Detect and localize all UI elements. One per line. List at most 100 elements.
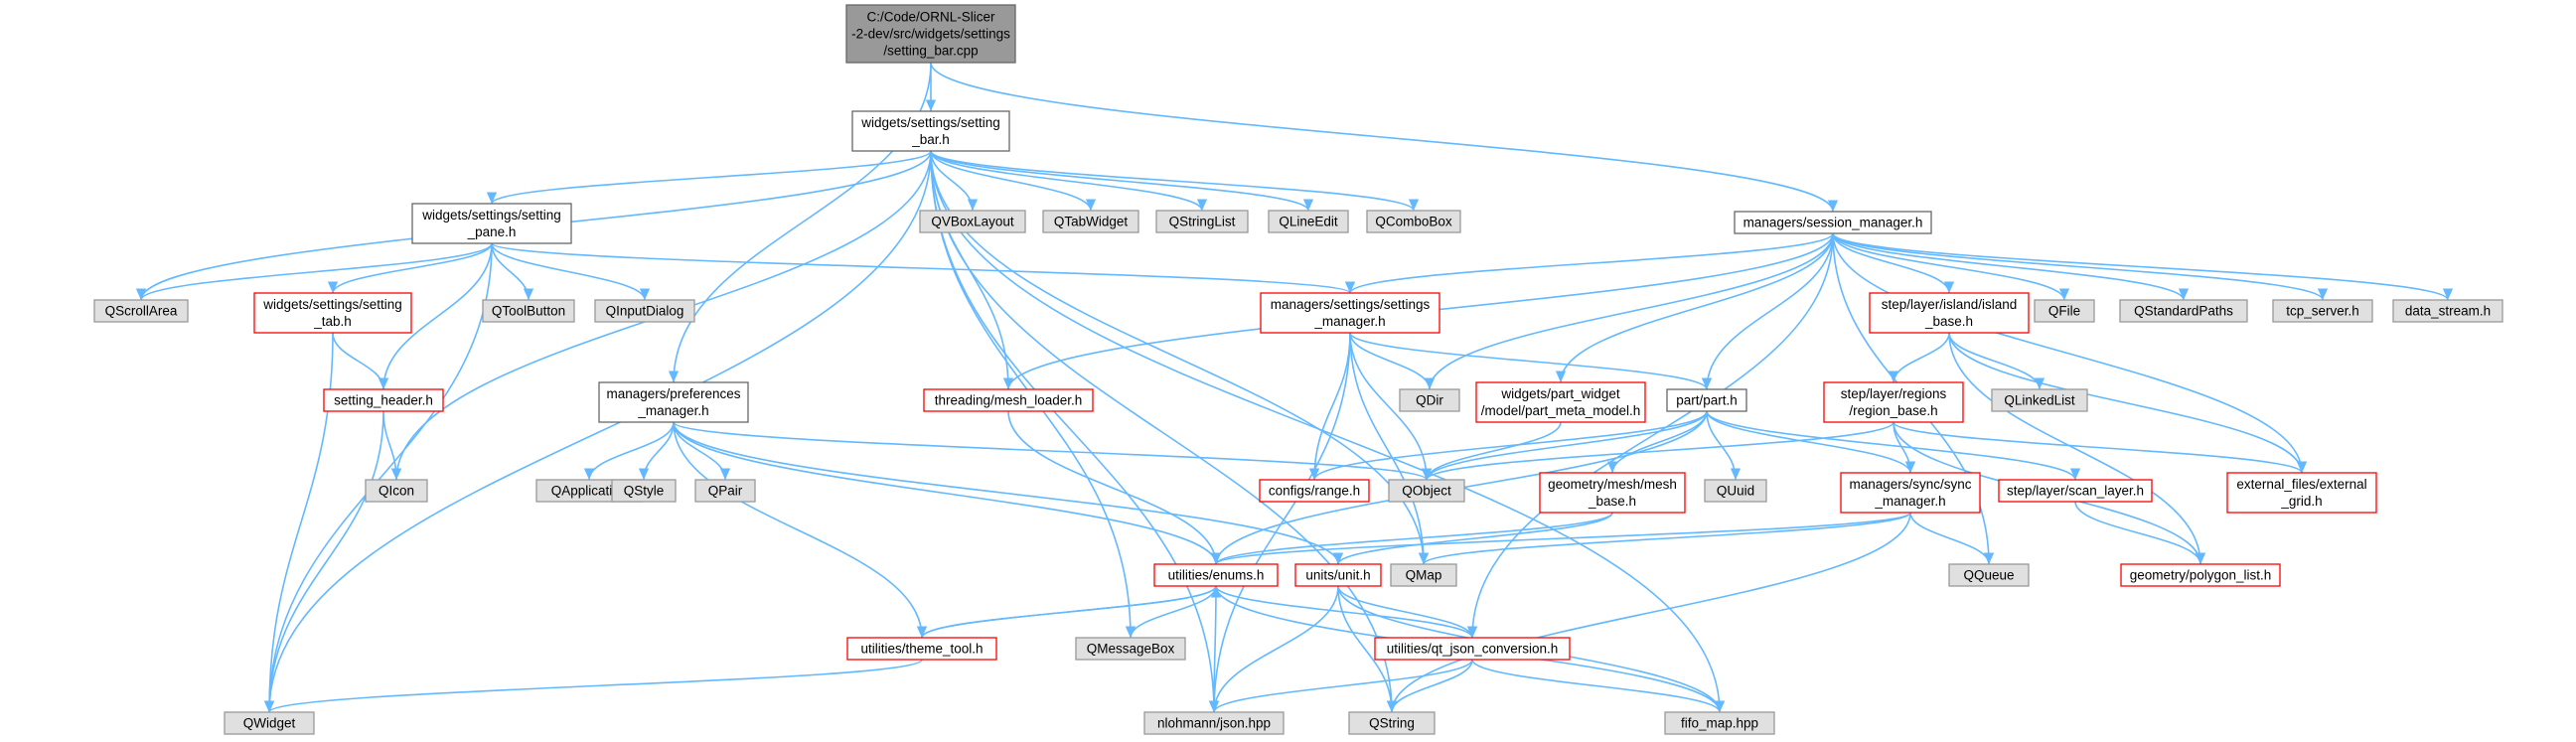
node-box-part_h <box>1666 388 1747 412</box>
node-nlohmann_json_hpp: nlohmann/json.hpp <box>1143 711 1285 735</box>
edge-unit_h-to-qt_json_conversion_h <box>1337 585 1478 639</box>
node-settings_manager_h[interactable]: managers/settings/settings_manager.h <box>1260 292 1440 334</box>
node-box-QLinkedList <box>1991 388 2088 412</box>
node-label-preferences_manager_h: managers/preferences <box>606 386 740 401</box>
edge-enums_h-to-nlohmann_json_hpp <box>1208 585 1220 713</box>
node-scan_layer_h[interactable]: step/layer/scan_layer.h <box>1998 479 2153 503</box>
node-label-sync_manager_h: managers/sync/sync <box>1849 477 1971 492</box>
node-polygon_list_h[interactable]: geometry/polygon_list.h <box>2120 563 2281 587</box>
edge-setting_bar_h-to-setting_pane_h <box>487 150 932 205</box>
node-part_meta_model_h[interactable]: widgets/part_widget/model/part_meta_mode… <box>1475 381 1646 423</box>
node-range_h[interactable]: configs/range.h <box>1259 479 1370 503</box>
node-label-QIcon: QIcon <box>379 484 414 499</box>
edge-setting_bar_h-to-QComboBox <box>930 150 1419 212</box>
node-box-external_grid_h <box>2226 472 2377 514</box>
node-external_grid_h[interactable]: external_files/external_grid.h <box>2226 472 2377 514</box>
edge-setting_header_h-to-QWidget <box>263 410 384 713</box>
edge-session_manager_h-to-qt_json_conversion_h <box>1466 232 1834 639</box>
edge-part_h-to-sync_manager_h <box>1706 410 1916 474</box>
edge-sync_manager_h-to-QQueue <box>1909 512 1995 565</box>
node-region_base_h[interactable]: step/layer/regions/region_base.h <box>1823 381 1964 423</box>
node-label-external_grid_h: external_files/external <box>2236 477 2366 492</box>
edge-setting_pane_h-to-QToolButton <box>491 242 534 301</box>
edge-setting_header_h-to-QIcon <box>382 410 402 481</box>
edge-setting_bar_h-to-QStringList <box>930 150 1208 212</box>
edge-mesh_base_h-to-enums_h <box>1211 512 1613 565</box>
node-setting_bar_h[interactable]: widgets/settings/setting_bar.h <box>851 110 1010 152</box>
node-box-QUuid <box>1704 479 1767 503</box>
node-fifo_map_hpp: fifo_map.hpp <box>1664 711 1775 735</box>
node-label-settings_manager_h: _manager.h <box>1313 314 1385 329</box>
node-unit_h[interactable]: units/unit.h <box>1294 563 1382 587</box>
node-label-QPair: QPair <box>708 484 743 499</box>
edge-session_manager_h-to-tcp_server_h <box>1832 232 2328 301</box>
node-box-QStyle <box>611 479 677 503</box>
node-box-session_manager_h <box>1734 211 1932 234</box>
node-box-settings_manager_h <box>1260 292 1440 334</box>
node-mesh_base_h[interactable]: geometry/mesh/mesh_base.h <box>1539 472 1686 514</box>
node-qt_json_conversion_h[interactable]: utilities/qt_json_conversion.h <box>1374 637 1571 661</box>
node-tcp_server_h: tcp_server.h <box>2272 299 2373 323</box>
node-label-QLinkedList: QLinkedList <box>2004 393 2075 408</box>
edge-setting_bar_h-to-fifo_map_hpp <box>930 150 1726 713</box>
node-QPair: QPair <box>694 479 756 503</box>
node-QLineEdit: QLineEdit <box>1268 210 1349 233</box>
node-setting_pane_h[interactable]: widgets/settings/setting_pane.h <box>411 203 572 244</box>
node-box-region_base_h <box>1823 381 1964 423</box>
node-label-setting_bar_h: _bar.h <box>911 132 950 147</box>
node-enums_h[interactable]: utilities/enums.h <box>1153 563 1279 587</box>
node-box-QStringList <box>1155 210 1249 233</box>
node-box-setting_pane_h <box>411 203 572 244</box>
node-label-island_base_h: _base.h <box>1924 314 1973 329</box>
edge-qt_json_conversion_h-to-nlohmann_json_hpp <box>1209 659 1473 713</box>
node-QUuid: QUuid <box>1704 479 1767 503</box>
nodes-layer: C:/Code/ORNL-Slicer-2-dev/src/widgets/se… <box>93 4 2503 735</box>
node-setting_tab_h[interactable]: widgets/settings/setting_tab.h <box>253 292 412 334</box>
edge-preferences_manager_h-to-QApplication <box>583 421 675 481</box>
node-box-QVBoxLayout <box>919 210 1026 233</box>
node-label-QTabWidget: QTabWidget <box>1054 215 1129 229</box>
node-setting_header_h[interactable]: setting_header.h <box>323 388 444 412</box>
node-box-QString <box>1348 711 1436 735</box>
edge-part_h-to-scan_layer_h <box>1706 410 2080 481</box>
edge-preferences_manager_h-to-QStyle <box>638 421 675 481</box>
node-box-QInputDialog <box>594 299 695 323</box>
edge-setting_pane_h-to-QInputDialog <box>491 242 651 301</box>
edge-theme_tool_h-to-enums_h <box>921 585 1221 639</box>
node-data_stream_h: data_stream.h <box>2392 299 2503 323</box>
node-label-QMessageBox: QMessageBox <box>1087 642 1175 657</box>
edge-setting_pane_h-to-settings_manager_h <box>491 242 1355 294</box>
edge-preferences_manager_h-to-QPair <box>673 421 731 481</box>
edge-sync_manager_h-to-enums_h <box>1211 512 1911 565</box>
edge-session_manager_h-to-QStandardPaths <box>1832 232 2189 301</box>
node-label-setting_tab_h: widgets/settings/setting <box>262 297 402 312</box>
node-QStringList: QStringList <box>1155 210 1249 233</box>
node-theme_tool_h[interactable]: utilities/theme_tool.h <box>846 637 997 661</box>
node-root[interactable]: C:/Code/ORNL-Slicer-2-dev/src/widgets/se… <box>845 4 1016 64</box>
node-box-enums_h <box>1153 563 1279 587</box>
node-label-QDir: QDir <box>1416 393 1443 408</box>
node-QIcon: QIcon <box>365 479 428 503</box>
node-label-QVBoxLayout: QVBoxLayout <box>931 215 1014 229</box>
node-box-QToolButton <box>482 299 575 323</box>
edge-island_base_h-to-polygon_list_h <box>1948 332 2206 565</box>
edge-root-to-session_manager_h <box>930 62 1838 213</box>
edge-session_manager_h-to-island_base_h <box>1832 232 1955 294</box>
node-box-QPair <box>694 479 756 503</box>
node-box-QFile <box>2034 299 2095 323</box>
node-label-qt_json_conversion_h: utilities/qt_json_conversion.h <box>1387 642 1559 657</box>
node-label-root: C:/Code/ORNL-Slicer <box>866 10 995 25</box>
node-preferences_manager_h[interactable]: managers/preferences_manager.h <box>598 381 749 423</box>
node-session_manager_h[interactable]: managers/session_manager.h <box>1734 211 1932 234</box>
node-label-setting_pane_h: widgets/settings/setting <box>421 208 561 223</box>
node-sync_manager_h[interactable]: managers/sync/sync_manager.h <box>1840 472 1981 514</box>
node-mesh_loader_h[interactable]: threading/mesh_loader.h <box>923 388 1094 412</box>
edge-setting_pane_h-to-QScrollArea <box>136 242 493 301</box>
edge-setting_bar_h-to-QLineEdit <box>930 150 1313 212</box>
node-part_h[interactable]: part/part.h <box>1666 388 1747 412</box>
node-label-region_base_h: step/layer/regions <box>1841 386 1947 401</box>
node-label-mesh_base_h: geometry/mesh/mesh <box>1548 477 1677 492</box>
node-island_base_h[interactable]: step/layer/island/island_base.h <box>1869 292 2030 334</box>
node-box-unit_h <box>1294 563 1382 587</box>
